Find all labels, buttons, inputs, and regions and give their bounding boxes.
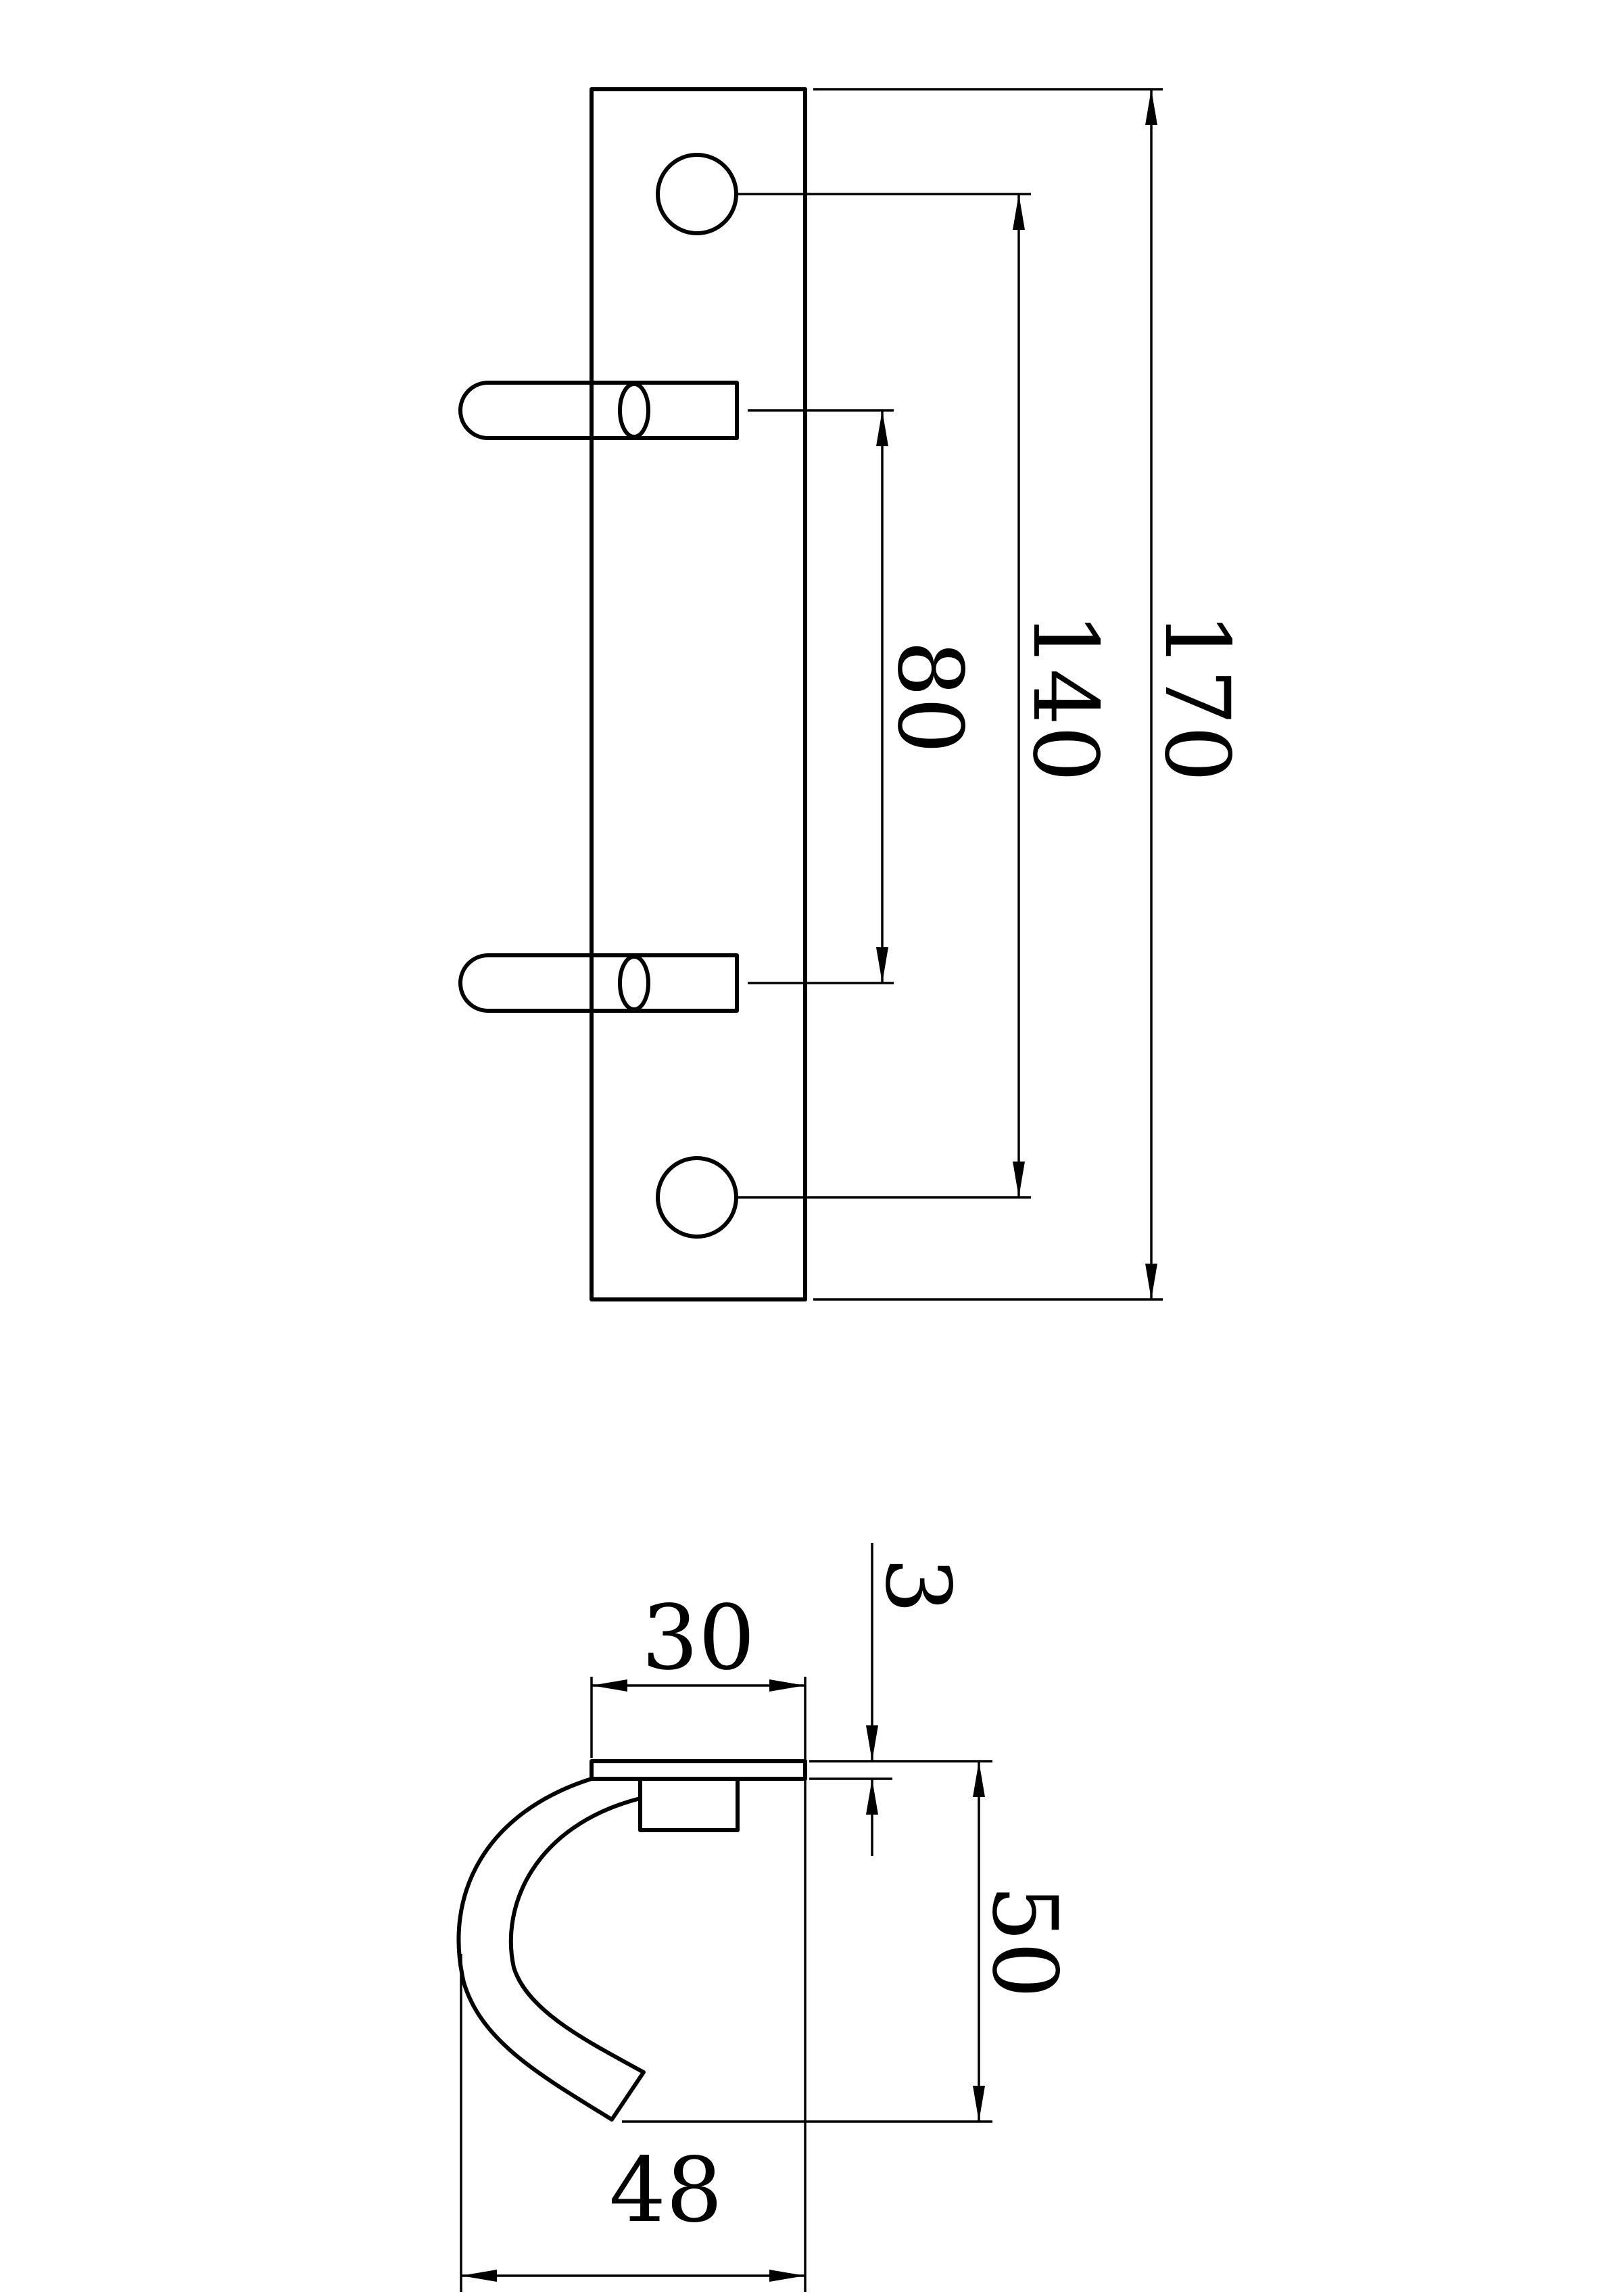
dimension-label-170: 170 [1145,612,1249,782]
dimension-3: 3 [809,1543,992,1856]
hook-profile [456,1777,646,2122]
dimension-30: 30 [590,1586,807,2292]
dimension-label-50: 50 [972,1885,1076,1999]
mounting-hole-top [656,153,738,235]
dimension-label-80: 80 [877,640,982,754]
mounting-plate [590,87,807,1301]
dimension-label-48: 48 [609,2138,723,2243]
dimension-label-3: 3 [865,1557,969,1614]
dimension-80: 80 [748,409,982,984]
spacer-block [638,1777,740,1832]
side-view: 30 3 50 48 [456,1543,1076,2292]
mounting-hole-bottom [656,1156,738,1239]
front-view: 80 140 170 [458,87,1249,1301]
dimension-170: 170 [813,88,1249,1301]
hook-peg-lower [458,953,739,1013]
dimension-50: 50 [622,1761,1076,2123]
dimension-label-140: 140 [1013,612,1117,782]
plate-section [590,1759,807,1781]
dimension-label-30: 30 [642,1586,755,1690]
dimension-140: 140 [736,193,1117,1199]
hook-peg-upper [458,381,739,440]
dimension-48: 48 [460,1954,805,2292]
